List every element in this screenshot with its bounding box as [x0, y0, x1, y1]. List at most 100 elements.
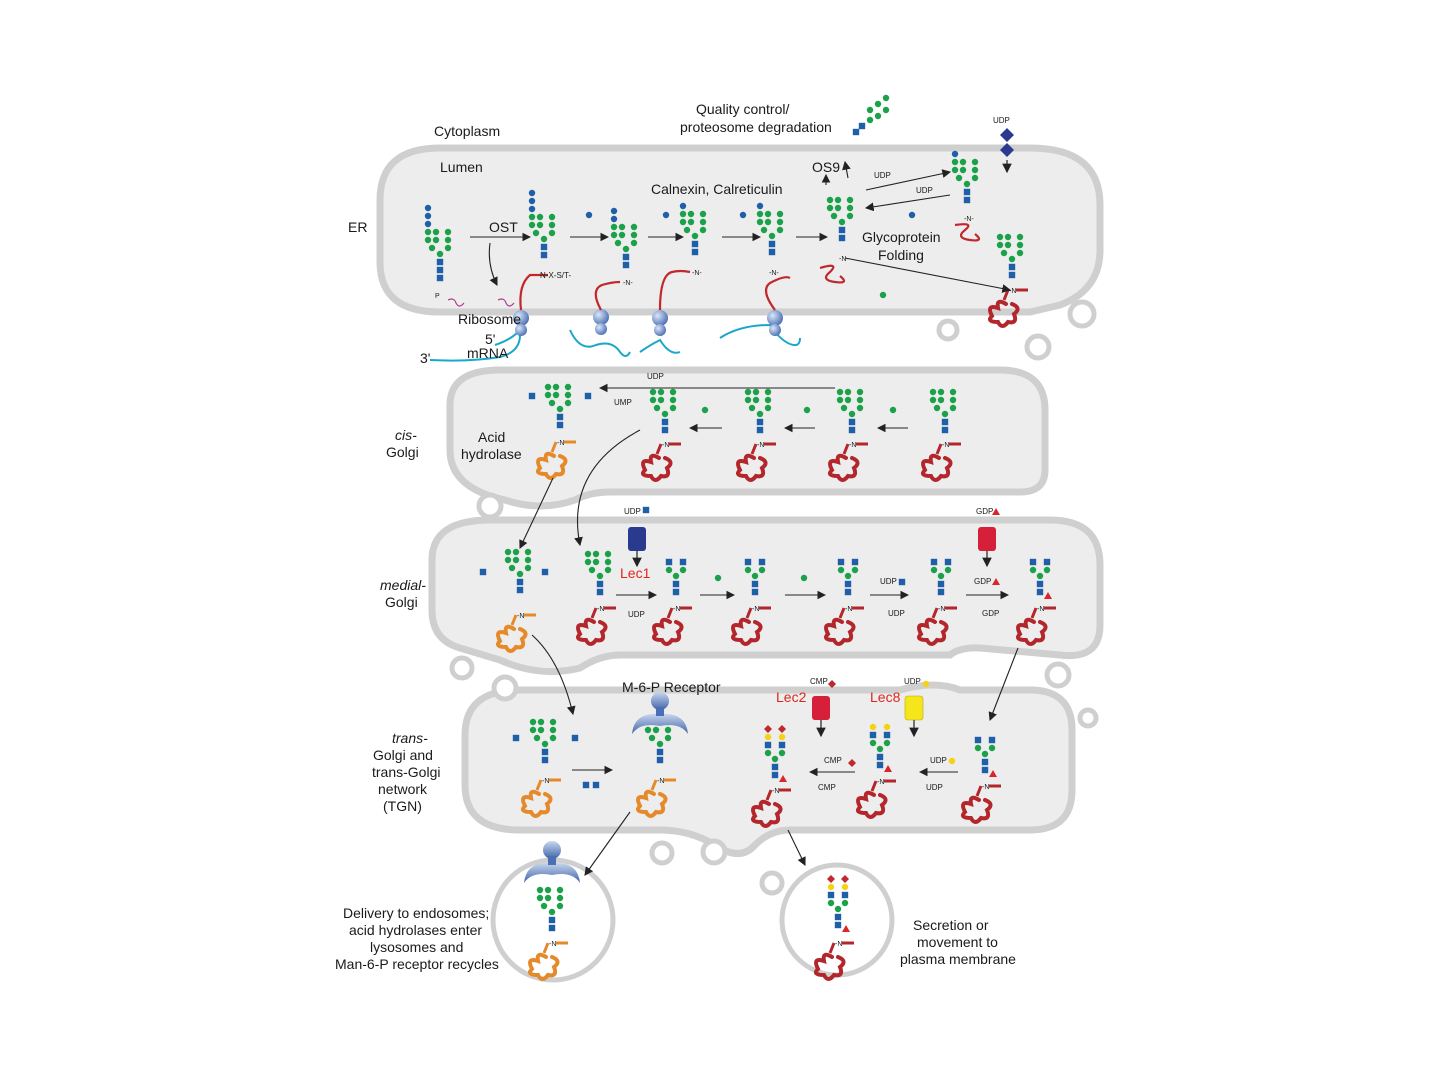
sugar-circle [610, 231, 618, 239]
glcnac-square [622, 253, 630, 261]
sugar-circle [679, 566, 687, 574]
hydrolase-label: hydrolase [461, 446, 522, 462]
sugar-circle [529, 726, 537, 734]
sugar-circle [544, 383, 552, 391]
sugar-circle [665, 566, 673, 574]
flow-arrow [988, 647, 1019, 722]
sugar-circle [1029, 566, 1037, 574]
sugar-circle [996, 233, 1004, 241]
sialic-diamond [778, 725, 786, 733]
protein-stem [535, 779, 543, 791]
sugar-circle [752, 388, 760, 396]
glcnac-square [981, 758, 989, 766]
protein-stem [931, 607, 939, 619]
sugar-circle [444, 228, 452, 236]
glcnac-square [941, 418, 949, 426]
sugar-circle [552, 383, 560, 391]
sugar-circle [1036, 572, 1044, 580]
glcnac-square [778, 741, 786, 749]
sugar-circle [679, 210, 687, 218]
glcnac-square [848, 426, 856, 434]
glycan-structures: P-N--N--N--N--N--N--N--N--N--N--N--N--N-… [424, 94, 1056, 981]
sugar-circle [756, 202, 764, 210]
glcnac-square [1008, 271, 1016, 279]
n-link-label: -N- [769, 270, 779, 277]
glcnac-square [571, 734, 579, 742]
protein-coil-icon [496, 624, 528, 653]
sugar-circle [764, 396, 772, 404]
sugar-circle [424, 228, 432, 236]
udp-label: UDP [880, 577, 897, 586]
protein-stem [590, 607, 598, 619]
sugar-circle [739, 211, 747, 219]
glcnac-square [751, 588, 759, 596]
glcnac-square [764, 741, 772, 749]
sugar-circle [959, 166, 967, 174]
sugar-circle [951, 166, 959, 174]
dolichol-carriers [447, 298, 515, 307]
ribosome-label: Ribosome [458, 311, 521, 327]
protein-stem [750, 443, 758, 455]
sugar-circle [826, 196, 834, 204]
sialic-diamond [764, 725, 772, 733]
sugar-circle [549, 734, 557, 742]
sugar-circle [618, 223, 626, 231]
sugar-circle [929, 388, 937, 396]
udp-label: UDP [904, 677, 921, 686]
sugar-circle [444, 244, 452, 252]
gdp-label: GDP [976, 507, 993, 516]
glcnac-square [665, 558, 673, 566]
sugar-circle [844, 396, 852, 404]
udp-label: UDP [916, 186, 933, 195]
ribosome-icons [513, 309, 783, 336]
glcnac-square [541, 568, 549, 576]
sugar-circle [988, 744, 996, 752]
sugar-circle [959, 158, 967, 166]
glcnac-square [1008, 263, 1016, 271]
delivery-label-4: Man-6-P receptor recycles [335, 956, 499, 972]
sugar-circle [937, 396, 945, 404]
sugar-circle [883, 739, 891, 747]
sugar-circle [610, 215, 618, 223]
sugar-circle [981, 750, 989, 758]
sugar-circle [1004, 233, 1012, 241]
sugar-circle [752, 396, 760, 404]
glcnac-square [691, 240, 699, 248]
glcnac-square [1036, 580, 1044, 588]
sugar-circle [610, 223, 618, 231]
sugar-circle [584, 558, 592, 566]
glcnac-square [548, 916, 556, 924]
sugar-circle [830, 212, 838, 220]
sugar-circle [1016, 241, 1024, 249]
protein-stem [1030, 607, 1038, 619]
sugar-circle [524, 548, 532, 556]
sugar-circle [424, 220, 432, 228]
sugar-circle [610, 207, 618, 215]
delivery-label-3: lysosomes and [370, 939, 463, 955]
sugar-circle [937, 388, 945, 396]
protein-coil-icon [1016, 617, 1048, 646]
sugar-circle [869, 723, 877, 731]
sugar-circle [744, 566, 752, 574]
glcnac-square [851, 558, 859, 566]
sugar-circle [537, 718, 545, 726]
sugar-circle [963, 180, 971, 188]
sugar-circle [866, 106, 874, 114]
sugar-circle [524, 556, 532, 564]
protein-coil-icon [521, 789, 553, 818]
sugar-circle [536, 221, 544, 229]
sugar-circle [889, 406, 897, 414]
udp-label: UDP [624, 507, 641, 516]
sugar-circle [699, 226, 707, 234]
protein-coil-icon [917, 617, 949, 646]
sugar-circle [687, 218, 695, 226]
glcnac-square [758, 558, 766, 566]
sugar-circle [874, 112, 882, 120]
sugar-circle [699, 210, 707, 218]
glcnac-square [898, 578, 906, 586]
sugar-circle [841, 883, 849, 891]
glcnac-square [988, 736, 996, 744]
sugar-circle [834, 905, 842, 913]
nascent-polypeptides [519, 223, 981, 311]
trans-golgi-compartment [461, 681, 1076, 857]
